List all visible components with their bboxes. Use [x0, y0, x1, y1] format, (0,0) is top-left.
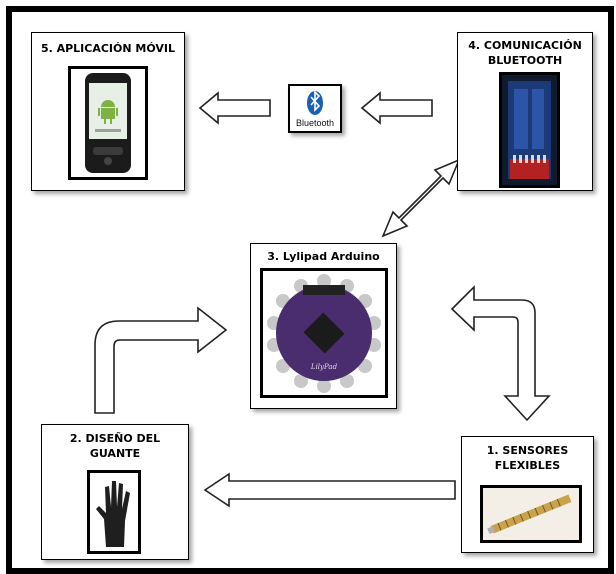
arrow-sensors-to-glove: [203, 472, 456, 508]
svg-text:LilyPad: LilyPad: [310, 363, 338, 371]
node-arduino-title: 3. Lylipad Arduino: [267, 250, 380, 263]
arrow-module-to-logo: [360, 91, 433, 125]
node-sensors-title-line1: 1. SENSORES: [486, 444, 569, 457]
arrow-logo-to-app: [198, 91, 271, 125]
bluetooth-logo-label: Bluetooth: [296, 118, 334, 128]
node-bluetooth-module: 4. COMUNICACIÓN BLUETOOTH: [457, 32, 593, 191]
node-glove-title-line2: GUANTE: [89, 447, 141, 460]
bluetooth-logo: Bluetooth: [288, 84, 342, 133]
node-glove-title-line1: 2. DISEÑO DEL: [69, 432, 161, 445]
node-sensors-title-line2: FLEXIBLES: [494, 459, 561, 472]
android-logo-icon: [98, 100, 118, 124]
arrow-arduino-bluetooth: [381, 158, 461, 238]
node-arduino: 3. Lylipad Arduino LilyPad: [250, 243, 397, 409]
bluetooth-module-image: [499, 72, 560, 188]
flex-sensor-image: [480, 485, 582, 543]
node-glove: 2. DISEÑO DEL GUANTE: [41, 424, 189, 560]
node-bluetooth-title-line2: BLUETOOTH: [487, 54, 563, 67]
phone-image: [68, 66, 148, 180]
node-sensors: 1. SENSORES FLEXIBLES: [461, 436, 594, 553]
arrow-arduino-to-sensors: [450, 285, 551, 422]
bluetooth-icon: [307, 90, 323, 115]
node-bluetooth-title-line1: 4. COMUNICACIÓN: [468, 39, 582, 52]
arrow-glove-to-arduino: [94, 306, 228, 414]
glove-image: [87, 470, 141, 554]
arduino-image: LilyPad: [260, 268, 388, 398]
node-app: 5. APLICACIÓN MÓVIL: [31, 32, 185, 191]
node-app-title: 5. APLICACIÓN MÓVIL: [40, 42, 176, 55]
